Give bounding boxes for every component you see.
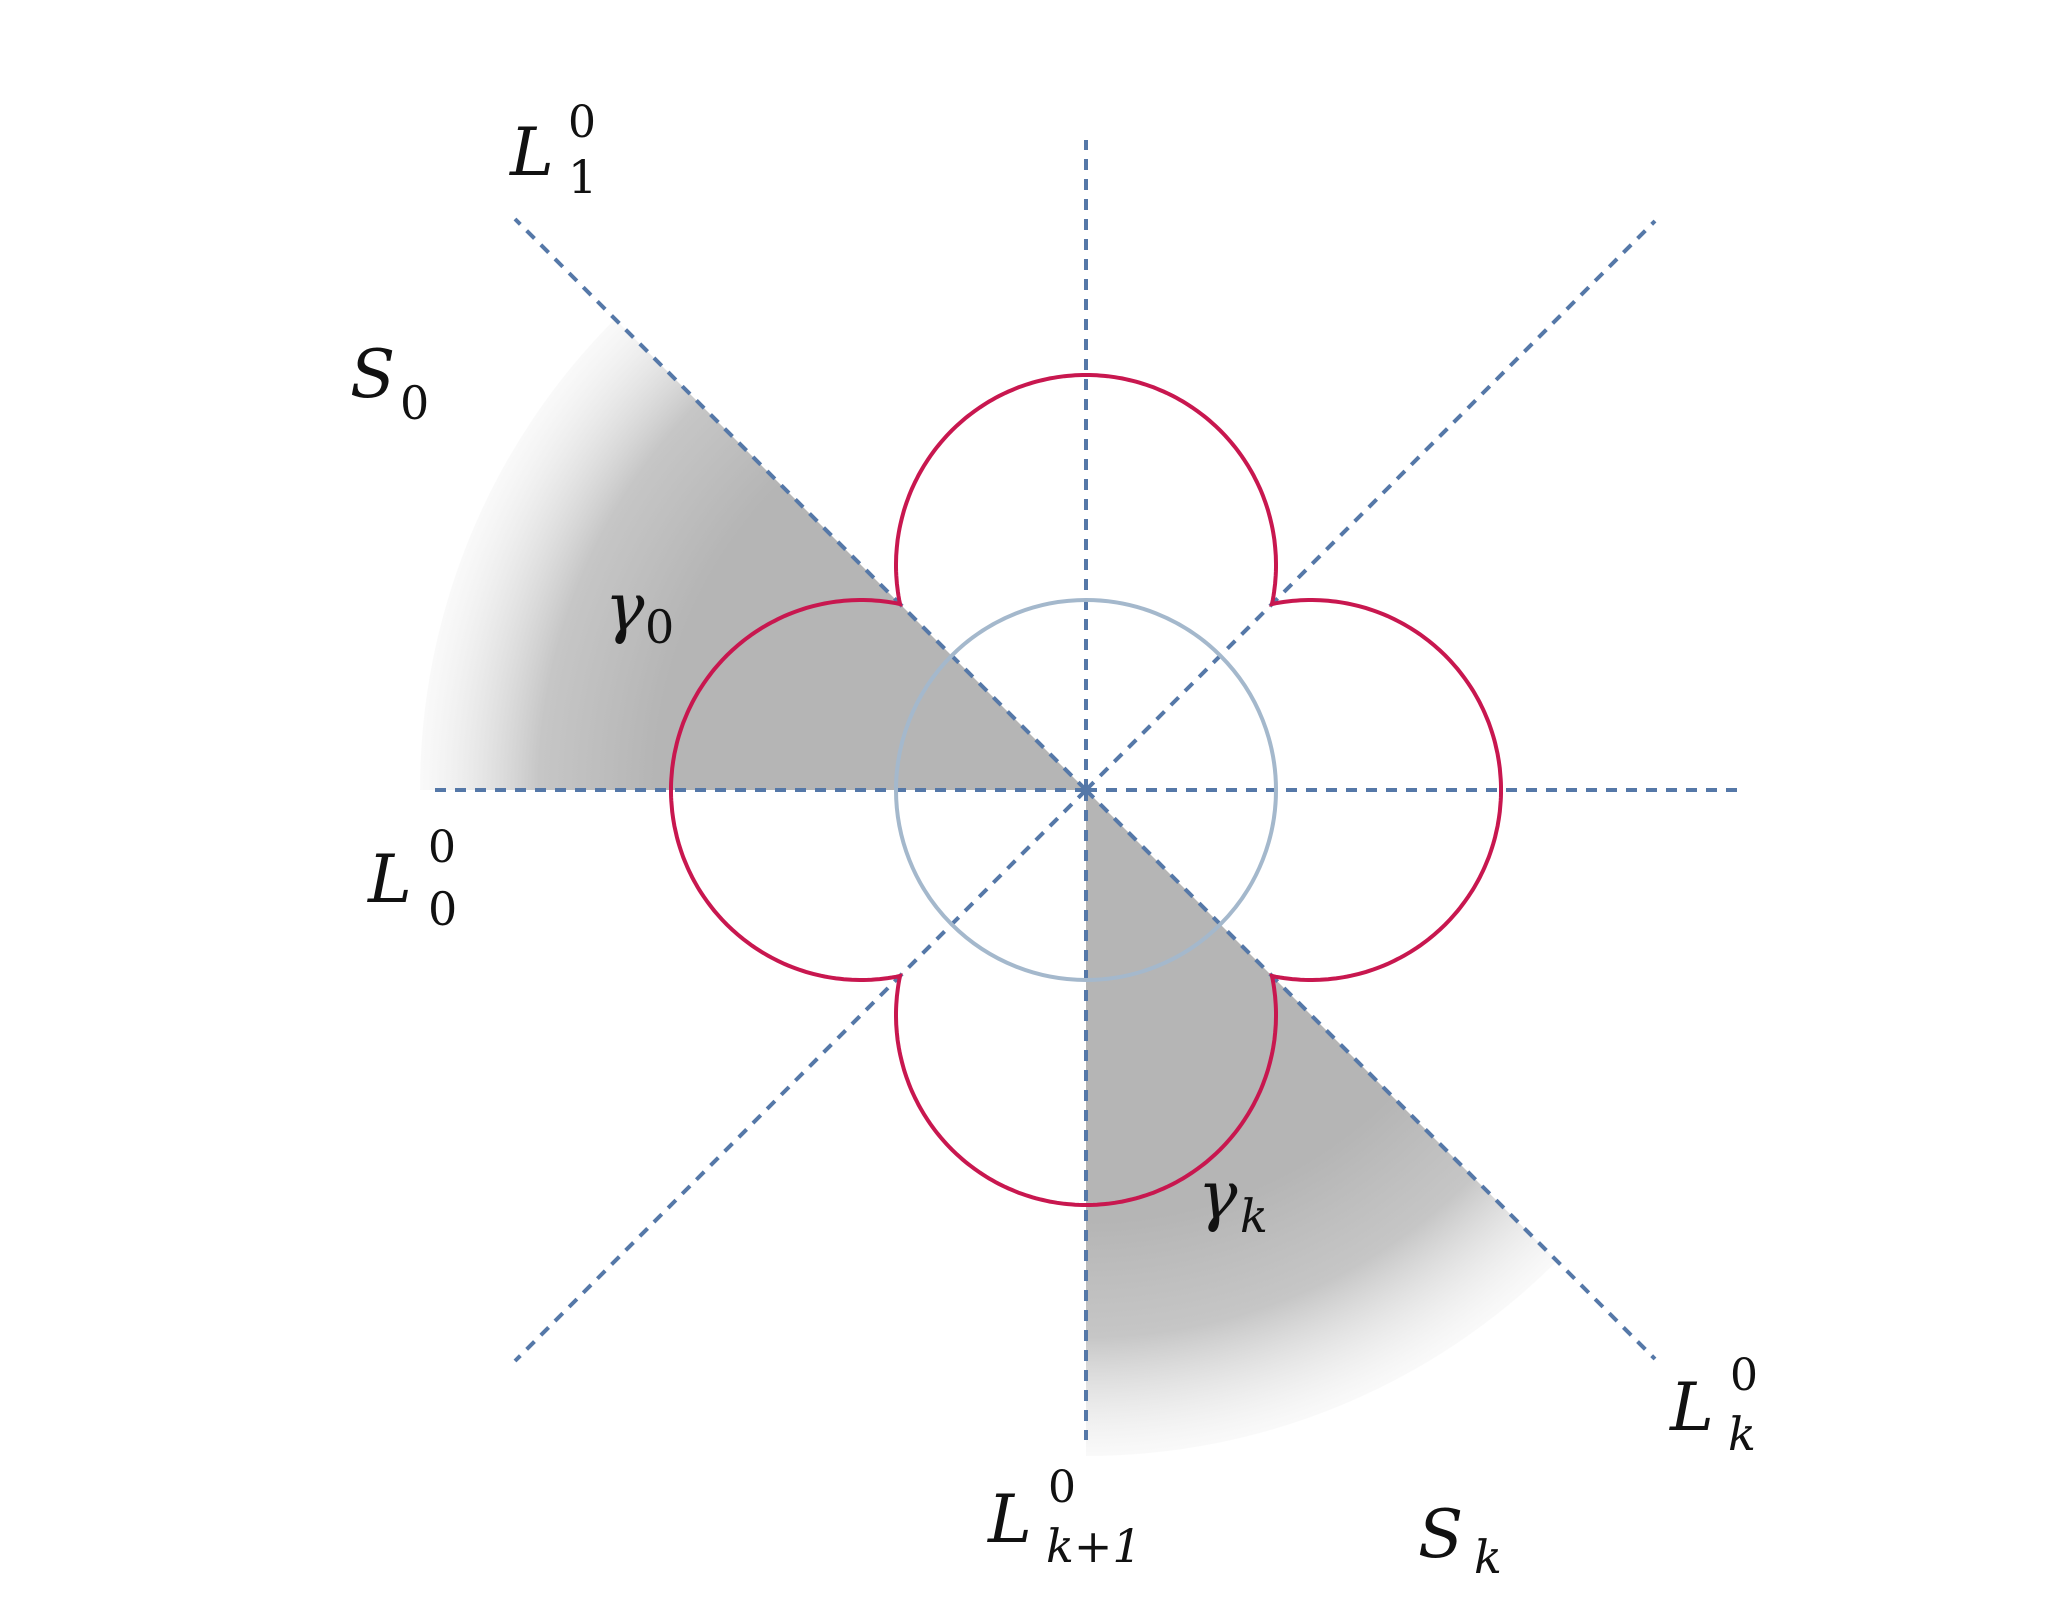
svg-text:1: 1 — [568, 150, 597, 204]
label-gammak: γ k — [1198, 1157, 1268, 1243]
label-lk1: L 0 k+1 — [987, 1462, 1142, 1573]
svg-text:L: L — [1669, 1369, 1714, 1446]
label-lk: L 0 k — [1669, 1350, 1758, 1461]
svg-text:0: 0 — [1730, 1350, 1758, 1401]
label-s0: S 0 — [350, 336, 429, 430]
svg-text:L: L — [987, 1481, 1032, 1558]
ray-ne — [1084, 219, 1657, 792]
svg-text:γ: γ — [605, 569, 645, 646]
svg-text:k: k — [1474, 1530, 1502, 1584]
svg-text:k: k — [1240, 1189, 1268, 1243]
svg-text:0: 0 — [645, 600, 674, 654]
svg-text:S: S — [350, 336, 395, 413]
ray-l1 — [513, 217, 1088, 792]
svg-text:L: L — [509, 114, 554, 191]
svg-text:γ: γ — [1198, 1157, 1238, 1234]
svg-text:L: L — [367, 841, 412, 918]
svg-text:k+1: k+1 — [1046, 1519, 1142, 1573]
svg-text:S: S — [1418, 1496, 1463, 1573]
label-l1: L 0 1 — [509, 97, 597, 204]
unit-circle — [894, 598, 1278, 982]
label-l0: L 0 0 — [367, 822, 457, 936]
svg-text:k: k — [1728, 1407, 1756, 1461]
svg-text:0: 0 — [1048, 1462, 1076, 1513]
label-gamma0: γ 0 — [605, 569, 674, 654]
gamma-curve — [669, 373, 1503, 1207]
sector-s0 — [419, 319, 1086, 790]
svg-text:0: 0 — [428, 882, 457, 936]
label-sk: S k — [1418, 1496, 1502, 1584]
rays — [430, 140, 1740, 1440]
svg-text:0: 0 — [568, 97, 596, 148]
ray-sw — [513, 788, 1088, 1363]
svg-text:0: 0 — [428, 822, 456, 873]
sector-sk — [1086, 790, 1557, 1457]
svg-text:0: 0 — [400, 376, 429, 430]
ray-lk — [1084, 788, 1657, 1361]
